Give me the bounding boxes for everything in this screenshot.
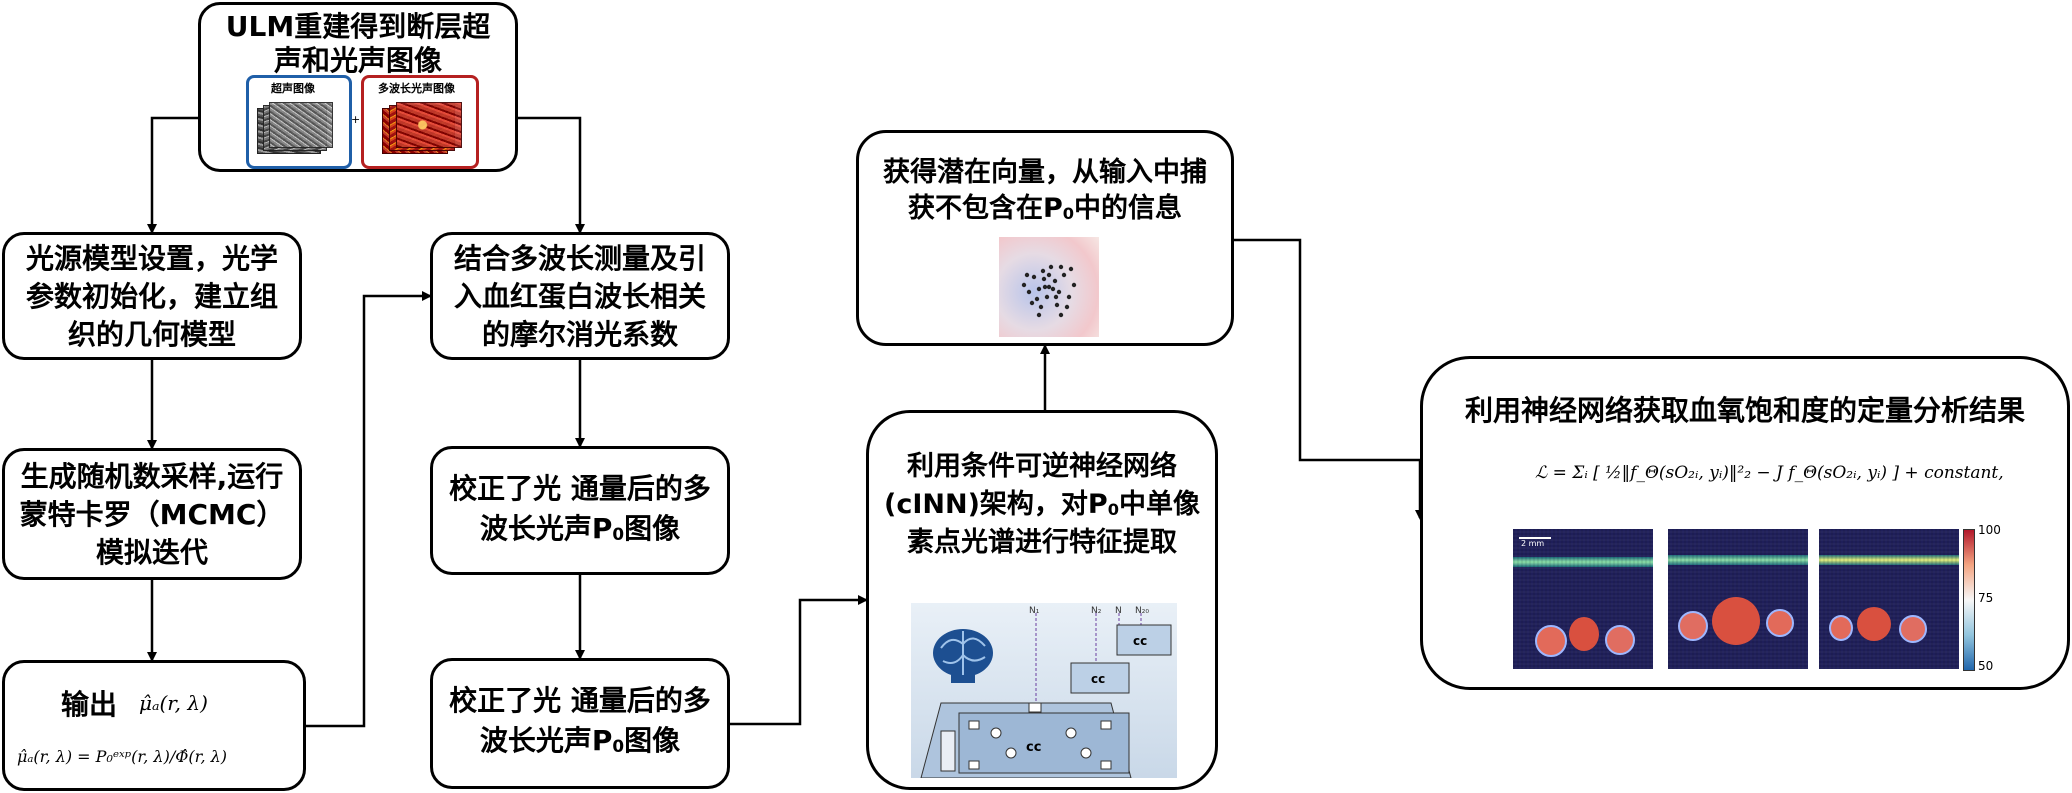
ulm-box: ULM重建得到断层超 声和光声图像 超声图像 + λ ↗ 多波长光声图像 (198, 2, 518, 172)
so2-map-panel-2 (1668, 529, 1808, 669)
ultrasound-image-frame: 超声图像 (246, 75, 352, 169)
corrected2-line2: 波长光声P0图像 (479, 724, 681, 757)
node-label-n: N (1115, 606, 1122, 616)
cc-block-mid (1070, 662, 1130, 694)
latent-line1: 获得潜在向量，从输入中捕 (883, 157, 1207, 188)
mcmc-line1: 生成随机数采样,运行 (20, 460, 284, 493)
multiwave-line1: 结合多波长测量及引 (453, 242, 706, 275)
corrected-image-box-2: 校正了光 通量后的多 波长光声P0图像 (430, 658, 730, 789)
multiwavelength-box: 结合多波长测量及引 入血红蛋白波长相关 的摩尔消光系数 (430, 232, 730, 360)
photoacoustic-image-stack (382, 100, 472, 155)
cinn-line1: 利用条件可逆神经网络 (907, 451, 1177, 482)
corrected1-line1: 校正了光 通量后的多 (449, 472, 711, 505)
cc-block-top (1116, 624, 1172, 656)
output-box: 输出 μ̂ₐ(r, λ) μ̂ₐ(r, λ) = P₀ᵉˣᵖ(r, λ)/Φ̂(… (2, 660, 306, 791)
scale-bar-label: 2 mm (1521, 539, 1545, 548)
latent-line2: 获不包含在P0中的信息 (907, 193, 1183, 224)
plus-sign: + (351, 113, 361, 126)
output-symbol: μ̂ₐ(r, λ) (139, 691, 208, 715)
multiwave-line3: 的摩尔消光系数 (481, 318, 678, 351)
node-label-n2: N₂ (1091, 606, 1102, 616)
arrow-output-to-multiwave (306, 291, 432, 728)
ulm-title-line1: ULM重建得到断层超 (225, 10, 491, 43)
corrected2-line1: 校正了光 通量后的多 (449, 684, 711, 717)
ultrasound-image-stack (257, 100, 337, 155)
node-label-n20: N₂₀ (1135, 606, 1149, 616)
mcmc-simulation-box: 生成随机数采样,运行 蒙特卡罗（MCMC） 模拟迭代 (2, 448, 302, 580)
ultrasound-image-label: 超声图像 (271, 82, 315, 95)
so2-map-panel-3 (1819, 529, 1959, 669)
loss-formula: ℒ = Σᵢ [ ½‖f_Θ(sO₂ᵢ, yᵢ)‖²₂ − J f_Θ(sO₂ᵢ… (1535, 463, 2004, 483)
light-source-line1: 光源模型设置，光学 (25, 242, 278, 275)
result-analysis-box: 利用神经网络获取血氧饱和度的定量分析结果 ℒ = Σᵢ [ ½‖f_Θ(sO₂ᵢ… (1420, 356, 2070, 690)
photoacoustic-image-frame: 多波长光声图像 (361, 75, 479, 169)
corrected-image-box-1: 校正了光 通量后的多 波长光声P0图像 (430, 446, 730, 575)
result-title: 利用神经网络获取血氧饱和度的定量分析结果 (1464, 394, 2025, 427)
colorbar-tick-50: 50 (1978, 659, 1994, 673)
light-source-line3: 织的几何模型 (67, 318, 236, 351)
latent-vector-box: 获得潜在向量，从输入中捕 获不包含在P0中的信息 (856, 130, 1234, 346)
cc-label-top: cc (1133, 634, 1147, 648)
brain-icon (933, 629, 993, 683)
colorbar (1963, 529, 1975, 671)
mcmc-line2: 蒙特卡罗（MCMC） (19, 498, 285, 531)
cinn-architecture-box: 利用条件可逆神经网络 (cINN)架构，对P0中单像 素点光谱进行特征提取 N₁… (866, 410, 1218, 790)
output-label: 输出 (61, 688, 118, 721)
latent-scatter-image (999, 237, 1099, 337)
latent-points (1021, 264, 1077, 318)
multiwave-line2: 入血红蛋白波长相关 (453, 280, 706, 313)
arrow-corrected2-to-cinn (730, 595, 868, 726)
cinn-line3: 素点光谱进行特征提取 (907, 527, 1177, 558)
cc-label-mid: cc (1091, 672, 1105, 686)
scale-bar (1519, 537, 1551, 539)
photoacoustic-image-label: 多波长光声图像 (378, 82, 455, 95)
mcmc-line3: 模拟迭代 (95, 536, 208, 569)
so2-map-panel-1: 2 mm (1513, 529, 1653, 669)
cinn-line2: (cINN)架构，对P0中单像 (884, 489, 1200, 520)
colorbar-tick-100: 100 (1978, 523, 2001, 537)
ulm-title-line2: 声和光声图像 (273, 44, 442, 77)
colorbar-tick-75: 75 (1978, 591, 1994, 605)
light-source-line2: 参数初始化，建立组 (25, 280, 278, 313)
cinn-network-diagram: N₁ N₂ N N₂₀ cc cc cc (911, 603, 1177, 778)
light-source-model-box: 光源模型设置，光学 参数初始化，建立组 织的几何模型 (2, 232, 302, 360)
cc-label-bottom: cc (1026, 740, 1041, 755)
arrow-latent-to-result (1234, 238, 1425, 520)
corrected1-line2: 波长光声P0图像 (479, 512, 681, 545)
node-label-n1: N₁ (1029, 606, 1040, 616)
output-formula: μ̂ₐ(r, λ) = P₀ᵉˣᵖ(r, λ)/Φ̂(r, λ) (17, 747, 228, 766)
